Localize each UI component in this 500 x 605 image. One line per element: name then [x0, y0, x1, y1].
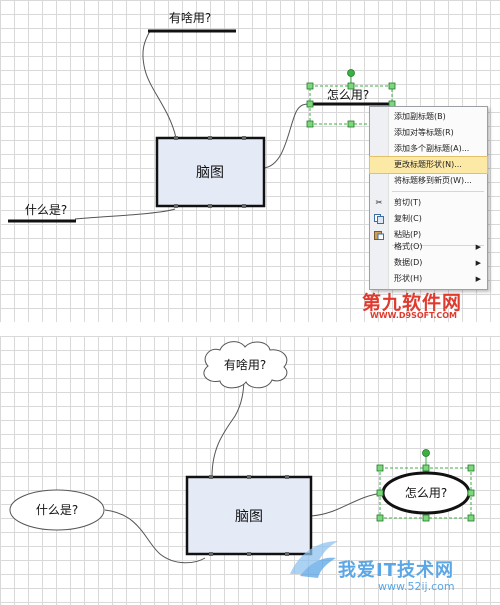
watermark-top-brand: 第九软件网 [362, 292, 463, 314]
topic-what-ellipse[interactable] [9, 489, 105, 531]
watermark-bottom-brand: 我爱IT技术网 [338, 560, 454, 581]
menu-item-add-peer-topic[interactable]: 添加对等标题(R) [370, 125, 487, 141]
menu-item-label: 剪切(T) [394, 198, 422, 207]
paste-icon [374, 230, 384, 240]
scissors-icon: ✂ [375, 198, 383, 207]
main-topic-box[interactable] [185, 475, 313, 556]
rotation-handle[interactable] [422, 449, 430, 457]
menu-item-move-topic-new-page[interactable]: 将标题移到新页(W)... [370, 173, 487, 189]
menu-item-label: 添加对等标题(R) [394, 128, 454, 137]
menu-separator [392, 191, 484, 192]
main-topic-box[interactable] [155, 136, 266, 208]
connector-how [310, 492, 384, 517]
watermark-top-url: WWW.D9SOFT.COM [370, 311, 458, 320]
topic-useful-label[interactable]: 有啥用? [169, 10, 211, 25]
main-topic-handles [174, 136, 246, 208]
connector-useful [142, 30, 177, 139]
menu-item-shape[interactable]: 形状(H) ▶ [370, 271, 487, 287]
topic-useful-cloud[interactable] [203, 341, 288, 389]
bottom-diagram-svg: 脑图 有啥用? 什么是? 怎么用? [9, 341, 475, 578]
topic-how-label[interactable]: 怎么用? [327, 87, 369, 102]
connector-what [104, 509, 206, 564]
menu-item-label: 添加多个副标题(A)... [394, 144, 470, 153]
menu-item-data[interactable]: 数据(D) ▶ [370, 255, 487, 271]
selection-handles[interactable] [306, 82, 396, 128]
connector-useful [211, 375, 245, 478]
submenu-arrow-icon: ▶ [475, 243, 481, 251]
connector-how [263, 103, 311, 169]
menu-item-label: 更改标题形状(N)... [394, 160, 462, 169]
menu-item-label: 粘贴(P) [394, 230, 422, 239]
submenu-arrow-icon: ▶ [475, 275, 481, 283]
bottom-diagram-canvas[interactable]: 脑图 有啥用? 什么是? 怎么用? 我爱IT技术网 www.52ij.com [0, 336, 500, 605]
menu-item-cut[interactable]: ✂ 剪切(T) [370, 195, 487, 211]
main-topic-handles [209, 475, 289, 556]
menu-item-label: 添加副标题(B) [394, 112, 446, 121]
menu-item-label: 将标题移到新页(W)... [394, 176, 472, 185]
menu-item-label: 复制(C) [394, 214, 422, 223]
menu-item-copy[interactable]: 复制(C) [370, 211, 487, 227]
menu-item-change-topic-shape[interactable]: 更改标题形状(N)... [369, 156, 488, 174]
watermark-bottom-url: www.52ij.com [378, 580, 455, 593]
watermark-bird-icon [290, 541, 338, 578]
menu-item-format[interactable]: 格式(O) ▶ [370, 239, 487, 255]
connector-what [74, 208, 176, 220]
menu-item-paste[interactable]: 粘贴(P) [370, 227, 487, 243]
selection-handles[interactable] [376, 464, 475, 522]
top-diagram-svg: 脑图 有啥用? 什么是? 怎么用? [8, 10, 396, 223]
menu-item-label: 格式(O) [394, 242, 423, 251]
menu-item-label: 数据(D) [394, 258, 423, 267]
main-topic-label: 脑图 [196, 165, 224, 181]
submenu-arrow-icon: ▶ [475, 259, 481, 267]
context-menu: 添加副标题(B) 添加对等标题(R) 添加多个副标题(A)... 更改标题形状(… [369, 106, 488, 290]
topic-what-label[interactable]: 什么是? [25, 203, 67, 217]
topic-useful-label: 有啥用? [224, 357, 266, 372]
menu-item-add-subtopic[interactable]: 添加副标题(B) [370, 109, 487, 125]
panel-divider [0, 322, 500, 336]
menu-item-add-multiple-subtopics[interactable]: 添加多个副标题(A)... [370, 141, 487, 157]
rotation-handle[interactable] [347, 69, 355, 77]
topic-what-label: 什么是? [36, 503, 78, 517]
topic-how-label: 怎么用? [405, 485, 447, 500]
top-diagram-canvas[interactable]: 脑图 有啥用? 什么是? 怎么用? 添加副标题(B) 添加对等标题(R) [0, 0, 500, 322]
context-menu-gutter [370, 107, 389, 289]
copy-icon [374, 214, 384, 224]
main-topic-label: 脑图 [235, 509, 263, 525]
menu-item-label: 形状(H) [394, 274, 423, 283]
menu-separator [392, 245, 484, 246]
